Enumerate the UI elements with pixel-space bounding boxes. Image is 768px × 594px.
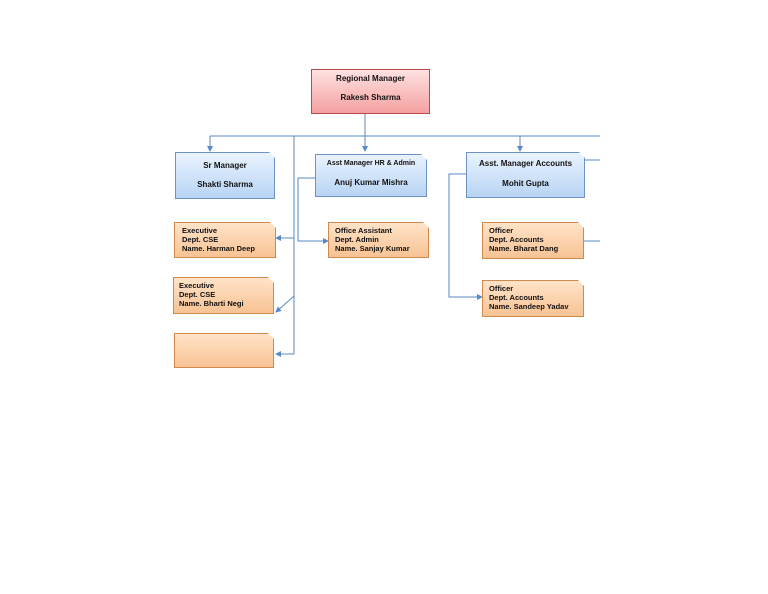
- regional-manager-title: Regional Manager: [336, 74, 405, 83]
- connector-to-executive-2: [275, 295, 295, 313]
- officer-2-name: Name. Sandeep Yadav: [489, 302, 569, 311]
- accounts-manager-node[interactable]: Asst. Manager Accounts Mohit Gupta: [466, 152, 585, 198]
- node-corner-fold: [269, 152, 275, 158]
- officer-1-node[interactable]: Officer Dept. Accounts Name. Bharat Dang: [482, 222, 584, 259]
- officer-1-name: Name. Bharat Dang: [489, 244, 559, 253]
- node-corner-fold: [421, 154, 427, 160]
- hr-manager-node[interactable]: Asst Manager HR & Admin Anuj Kumar Mishr…: [315, 154, 427, 197]
- empty-staff-node[interactable]: [174, 333, 274, 368]
- officer-1-role: Officer: [489, 226, 514, 235]
- node-corner-fold: [578, 222, 584, 228]
- hr-manager-name: Anuj Kumar Mishra: [334, 178, 408, 187]
- executive-2-node[interactable]: Executive Dept. CSE Name. Bharti Negi: [173, 277, 274, 314]
- executive-2-text: Executive Dept. CSE Name. Bharti Negi: [179, 281, 244, 308]
- officer-2-node[interactable]: Officer Dept. Accounts Name. Sandeep Yad…: [482, 280, 584, 317]
- sr-manager-title: Sr Manager: [203, 161, 247, 170]
- office-assistant-text: Office Assistant Dept. Admin Name. Sanja…: [335, 226, 410, 253]
- executive-2-dept: Dept. CSE: [179, 290, 216, 299]
- node-corner-fold: [579, 152, 585, 158]
- regional-manager-name: Rakesh Sharma: [340, 93, 401, 102]
- office-assistant-node[interactable]: Office Assistant Dept. Admin Name. Sanja…: [328, 222, 429, 258]
- executive-1-role: Executive: [182, 226, 218, 235]
- officer-2-dept: Dept. Accounts: [489, 293, 544, 302]
- hr-manager-title: Asst Manager HR & Admin: [326, 160, 416, 167]
- sr-manager-name: Shakti Sharma: [197, 180, 253, 189]
- officer-1-dept: Dept. Accounts: [489, 235, 544, 244]
- office-assistant-name: Name. Sanjay Kumar: [335, 244, 410, 253]
- officer-2-role: Officer: [489, 284, 514, 293]
- executive-1-text: Executive Dept. CSE Name. Harman Deep: [182, 226, 255, 253]
- node-corner-fold: [578, 280, 584, 286]
- executive-2-role: Executive: [179, 281, 215, 290]
- connector-to-office-assistant: [297, 177, 329, 244]
- sr-manager-node[interactable]: Sr Manager Shakti Sharma: [175, 152, 275, 199]
- node-corner-fold: [423, 222, 429, 228]
- executive-1-name: Name. Harman Deep: [182, 244, 255, 253]
- executive-1-node[interactable]: Executive Dept. CSE Name. Harman Deep: [174, 222, 276, 258]
- accounts-manager-name: Mohit Gupta: [502, 179, 549, 188]
- accounts-manager-title: Asst. Manager Accounts: [478, 159, 573, 168]
- executive-2-name: Name. Bharti Negi: [179, 299, 244, 308]
- connector-to-officer-2: [448, 173, 483, 300]
- node-corner-fold: [268, 277, 274, 283]
- office-assistant-role: Office Assistant: [335, 226, 392, 235]
- executive-1-dept: Dept. CSE: [182, 235, 219, 244]
- officer-1-text: Officer Dept. Accounts Name. Bharat Dang: [489, 226, 558, 253]
- office-assistant-dept: Dept. Admin: [335, 235, 379, 244]
- regional-manager-node[interactable]: Regional Manager Rakesh Sharma: [311, 69, 430, 114]
- node-corner-fold: [270, 222, 276, 228]
- node-corner-fold: [268, 333, 274, 339]
- officer-2-text: Officer Dept. Accounts Name. Sandeep Yad…: [489, 284, 569, 311]
